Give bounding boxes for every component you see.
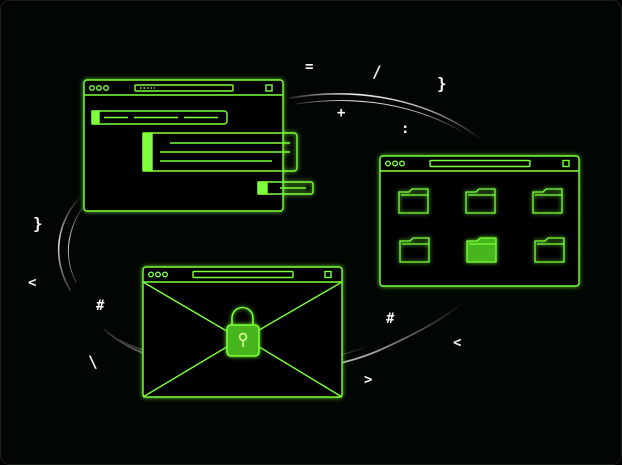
hash-glyph-right: # — [386, 311, 395, 327]
equals-glyph: = — [305, 59, 314, 75]
address-bar — [429, 159, 531, 168]
greater-than-glyph: > — [364, 372, 373, 388]
address-bar — [134, 84, 234, 92]
brace-glyph-left: } — [33, 214, 43, 233]
file-explorer-window — [379, 155, 580, 287]
folder-grid — [398, 188, 565, 263]
plus-glyph: + — [337, 105, 346, 121]
file-explorer-frame — [379, 155, 580, 287]
less-than-glyph-right: < — [453, 335, 462, 351]
maximize-icon — [324, 270, 332, 279]
window-dot-icon — [161, 271, 168, 278]
window-dot-icon — [95, 84, 102, 91]
brace-glyph: } — [437, 74, 447, 93]
hash-glyph: # — [96, 298, 105, 314]
padlock-icon — [226, 306, 260, 357]
orbit-arc-left-inner — [67, 199, 89, 283]
envelope-line — [255, 344, 343, 398]
chat-window-frame — [83, 79, 284, 212]
window-dot-icon — [154, 271, 161, 278]
folder-icon — [532, 188, 563, 214]
chat-window — [83, 79, 314, 212]
slash-glyph: / — [372, 62, 382, 81]
envelope-line — [142, 344, 231, 398]
less-than-glyph: < — [28, 275, 37, 291]
window-dot-icon — [147, 271, 154, 278]
window-dot-icon — [102, 84, 109, 91]
orbit-arc-left — [57, 194, 83, 291]
folder-icon-selected — [466, 237, 497, 263]
backslash-glyph: \ — [88, 352, 98, 371]
folder-icon — [534, 237, 565, 263]
window-dot-icon — [385, 160, 392, 167]
folder-icon — [399, 237, 430, 263]
maximize-icon — [265, 84, 273, 92]
envelope-line — [142, 281, 243, 341]
colon-glyph: : — [401, 121, 410, 137]
maximize-icon — [562, 159, 570, 168]
folder-icon — [398, 188, 429, 214]
window-dot-icon — [88, 84, 95, 91]
orbit-arc-top-inner — [295, 100, 467, 135]
window-dot-icon — [399, 160, 406, 167]
folder-icon — [465, 188, 496, 214]
window-dot-icon — [392, 160, 399, 167]
address-bar — [192, 270, 294, 279]
orbit-arc-top — [289, 93, 483, 141]
